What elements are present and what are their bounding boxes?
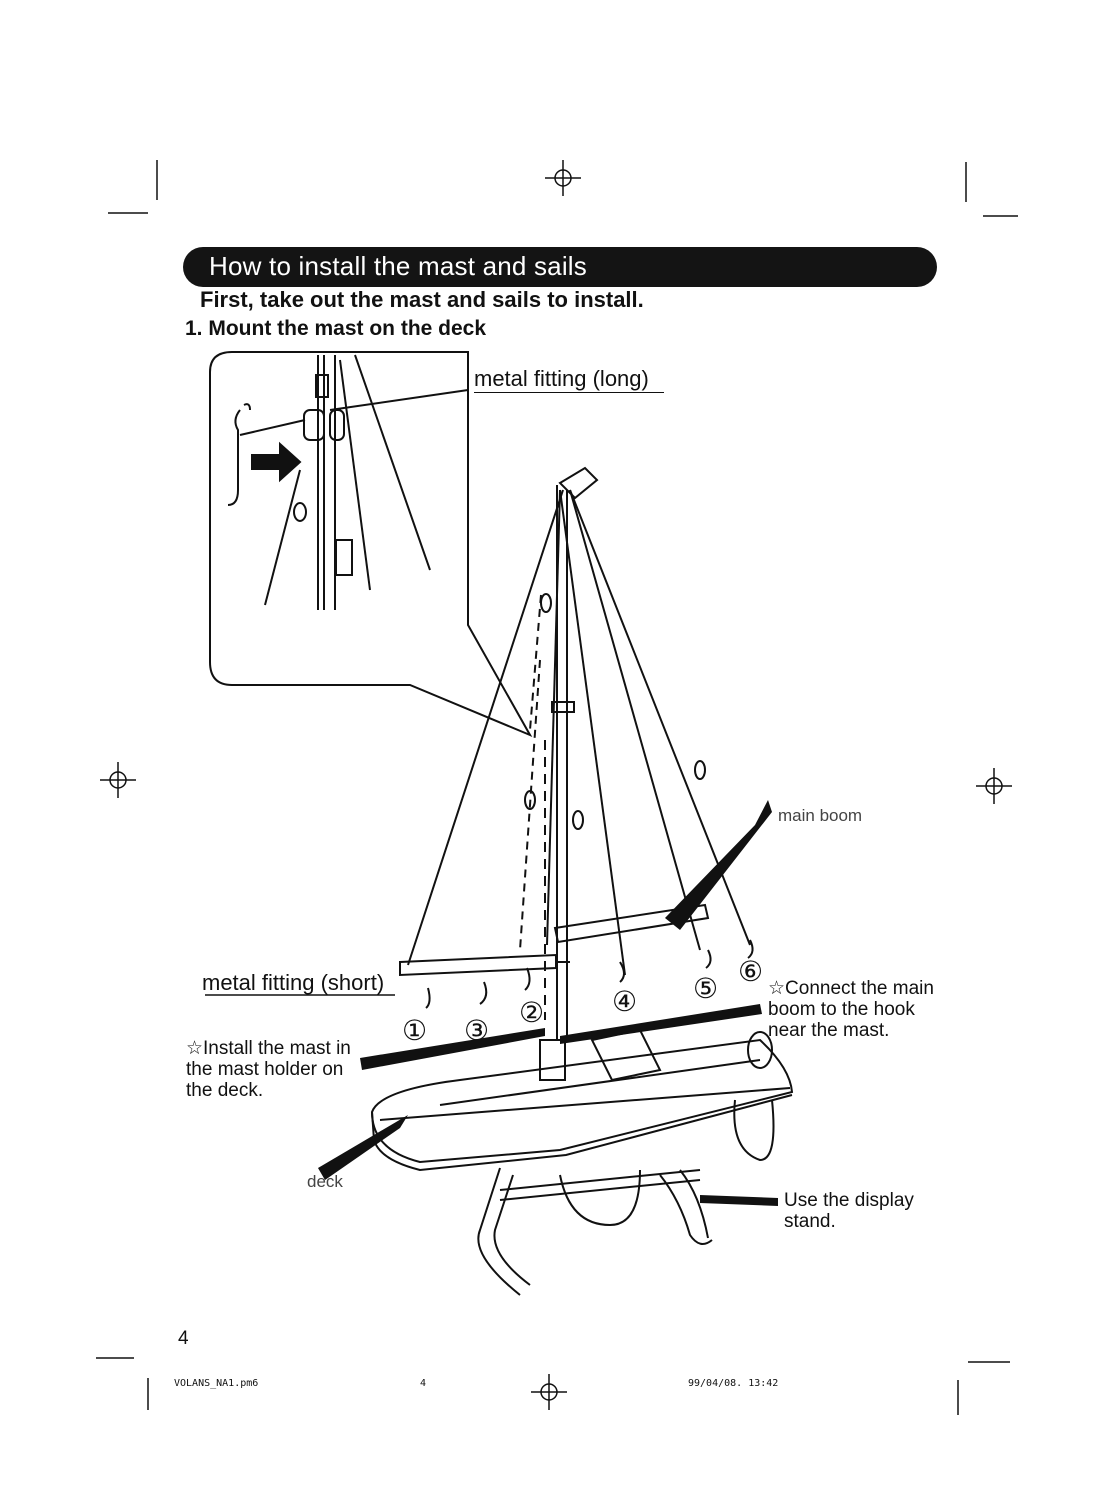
label-metal-fitting-long: metal fitting (long) [474, 366, 664, 393]
step-heading: 1. Mount the mast on the deck [185, 317, 486, 341]
footer-filename: VOLANS_NA1.pm6 [174, 1378, 259, 1389]
hook-label-5: ⑤ [693, 973, 719, 1004]
section-header: How to install the mast and sails [183, 247, 937, 287]
pointer-arrows [318, 800, 778, 1206]
install-mast-note: ☆Install the mast in the mast holder on … [186, 1038, 351, 1101]
label-deck: deck [307, 1172, 343, 1191]
footer-timestamp: 99/04/08. 13:42 [688, 1378, 779, 1389]
display-stand-note: Use the display stand. [784, 1190, 914, 1232]
footer-page: 4 [420, 1378, 427, 1389]
mast-rigging [399, 466, 754, 1040]
label-metal-fitting-short: metal fitting (short) [202, 970, 385, 995]
intro-text: First, take out the mast and sails to in… [200, 287, 644, 312]
page-number: 4 [178, 1328, 189, 1349]
hull-and-stand [370, 1028, 794, 1296]
hook-label-4: ④ [612, 986, 638, 1017]
connect-boom-note: ☆Connect the main boom to the hook near … [768, 978, 934, 1041]
inset-detail-box [209, 351, 533, 738]
hook-label-1: ① [402, 1015, 428, 1046]
step-title: Mount the mast on the deck [208, 317, 487, 340]
step-number: 1. [185, 317, 203, 340]
section-title: How to install the mast and sails [209, 251, 587, 281]
registration-marks [96, 160, 1018, 1415]
hook-label-2: ② [519, 997, 545, 1028]
hook-label-6: ⑥ [738, 956, 764, 987]
hook-label-3: ③ [464, 1015, 490, 1046]
label-main-boom: main boom [778, 806, 863, 825]
